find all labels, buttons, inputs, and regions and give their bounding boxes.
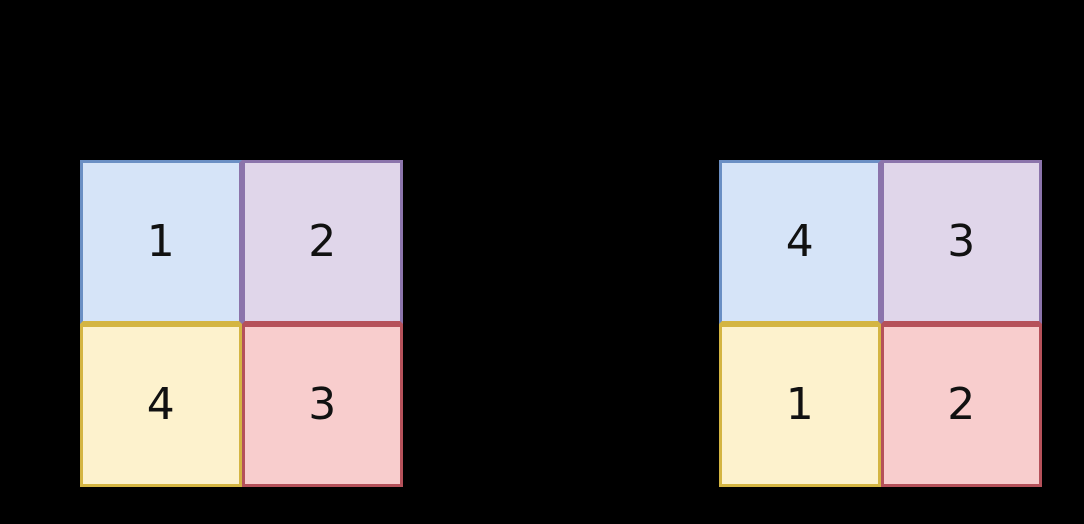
cell-label: 2: [308, 215, 337, 267]
cell-label: 4: [146, 379, 175, 431]
left-grid-cell-top-right[interactable]: 2: [241, 160, 403, 324]
left-grid: 1 2 4 3: [80, 160, 403, 487]
right-grid-cell-bottom-right[interactable]: 2: [880, 323, 1042, 487]
cell-label: 2: [947, 379, 976, 431]
cell-label: 3: [308, 379, 337, 431]
right-grid: 4 3 1 2: [719, 160, 1042, 487]
cell-label: 3: [947, 215, 976, 267]
left-grid-cell-bottom-left[interactable]: 4: [80, 323, 242, 487]
cell-label: 1: [146, 215, 175, 267]
right-grid-cell-top-right[interactable]: 3: [880, 160, 1042, 324]
left-grid-cell-top-left[interactable]: 1: [80, 160, 242, 324]
cell-label: 4: [785, 215, 814, 267]
left-grid-cell-bottom-right[interactable]: 3: [241, 323, 403, 487]
cell-label: 1: [785, 379, 814, 431]
right-grid-cell-top-left[interactable]: 4: [719, 160, 881, 324]
right-grid-cell-bottom-left[interactable]: 1: [719, 323, 881, 487]
